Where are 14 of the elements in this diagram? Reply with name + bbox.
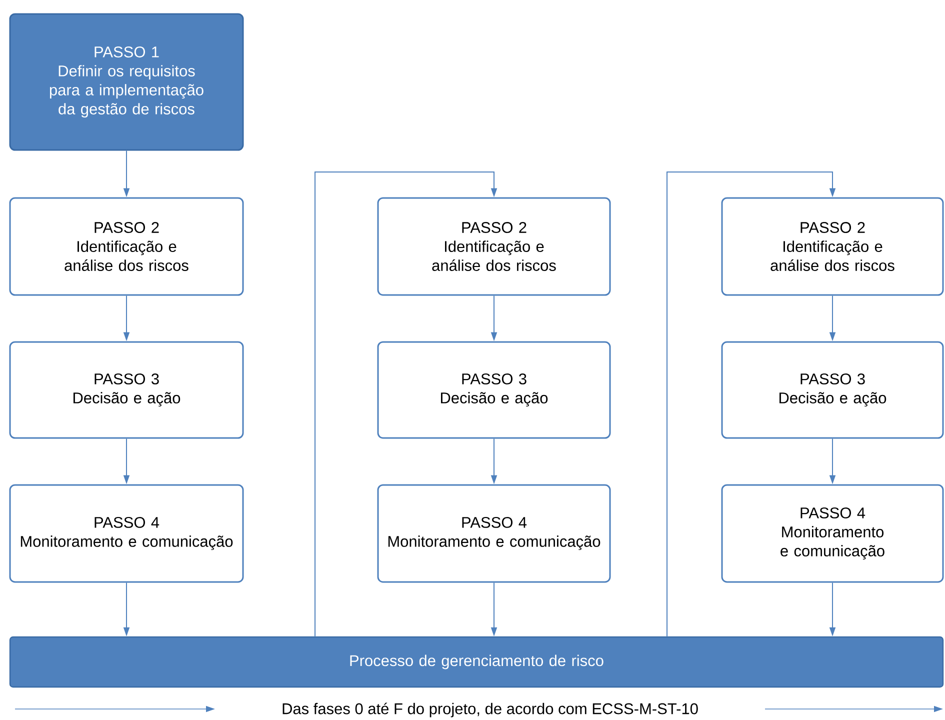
step-box: PASSO 1 Definir os requisitos para a implementação da gestão de riscos: [9, 13, 244, 151]
step-box: PASSO 4 Monitoramento e comunicação: [721, 484, 944, 583]
step-box: PASSO 2 Identificação e análise dos riscos: [9, 197, 244, 296]
step-box: PASSO 3 Decisão e ação: [9, 341, 244, 439]
timeline-label: Das fases 0 até F do projeto, de acordo com ECSS-M-ST-10: [282, 702, 698, 718]
step-box: PASSO 3 Decisão e ação: [377, 341, 611, 439]
step-box: PASSO 4 Monitoramento e comunicação: [9, 484, 244, 583]
process-bar: Processo de gerenciamento de risco: [9, 636, 944, 688]
step-box: PASSO 2 Identificação e análise dos riscos: [377, 197, 611, 296]
step-box: PASSO 3 Decisão e ação: [721, 341, 944, 439]
arrow: [314, 172, 498, 637]
step-box: PASSO 2 Identificação e análise dos riscos: [721, 197, 944, 296]
arrow: [666, 172, 836, 637]
step-box: PASSO 4 Monitoramento e comunicação: [377, 484, 611, 583]
